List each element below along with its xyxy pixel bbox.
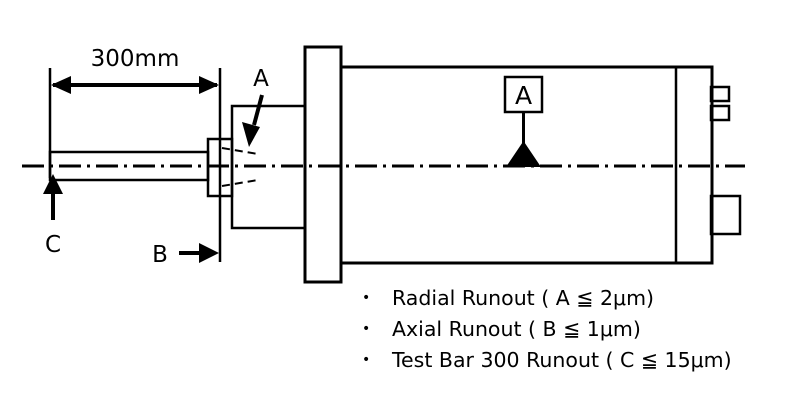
runout-spec-list: • Radial Runout ( A ≦ 2μm) • Axial Runou… <box>362 283 732 376</box>
test-bar-arrowhead-icon <box>43 174 63 194</box>
bullet-icon: • <box>362 352 371 368</box>
dim-arrowhead-right-icon <box>199 76 219 94</box>
radial-arrow-shaft <box>252 94 264 126</box>
dimension-label: 300mm <box>91 46 180 72</box>
axial-point-label: B <box>152 242 168 268</box>
bullet-icon: • <box>362 290 371 306</box>
datum-triangle-icon <box>506 141 541 167</box>
radial-point-label: A <box>253 66 269 92</box>
spec-text: Test Bar 300 Runout ( C ≦ 15μm) <box>392 348 732 372</box>
spec-text: Axial Runout ( B ≦ 1μm) <box>392 317 641 341</box>
spec-item-axial: • Axial Runout ( B ≦ 1μm) <box>362 314 732 345</box>
spec-item-radial: • Radial Runout ( A ≦ 2μm) <box>362 283 732 314</box>
datum-box <box>503 75 544 114</box>
rear-connector-1 <box>709 85 731 103</box>
axial-arrowhead-icon <box>199 243 219 263</box>
taper-line-upper <box>221 147 259 155</box>
dim-arrowhead-left-icon <box>51 76 71 94</box>
datum-label: A <box>515 81 532 110</box>
spec-text: Radial Runout ( A ≦ 2μm) <box>392 286 655 310</box>
spindle-housing <box>339 65 714 265</box>
test-bar-point-label: C <box>45 232 61 258</box>
radial-arrowhead-icon <box>242 122 260 147</box>
rear-connector-2 <box>709 104 731 122</box>
taper-line-lower <box>221 179 259 187</box>
bullet-icon: • <box>362 321 371 337</box>
rear-connector-3 <box>709 194 742 236</box>
spec-item-test-bar: • Test Bar 300 Runout ( C ≦ 15μm) <box>362 345 732 376</box>
